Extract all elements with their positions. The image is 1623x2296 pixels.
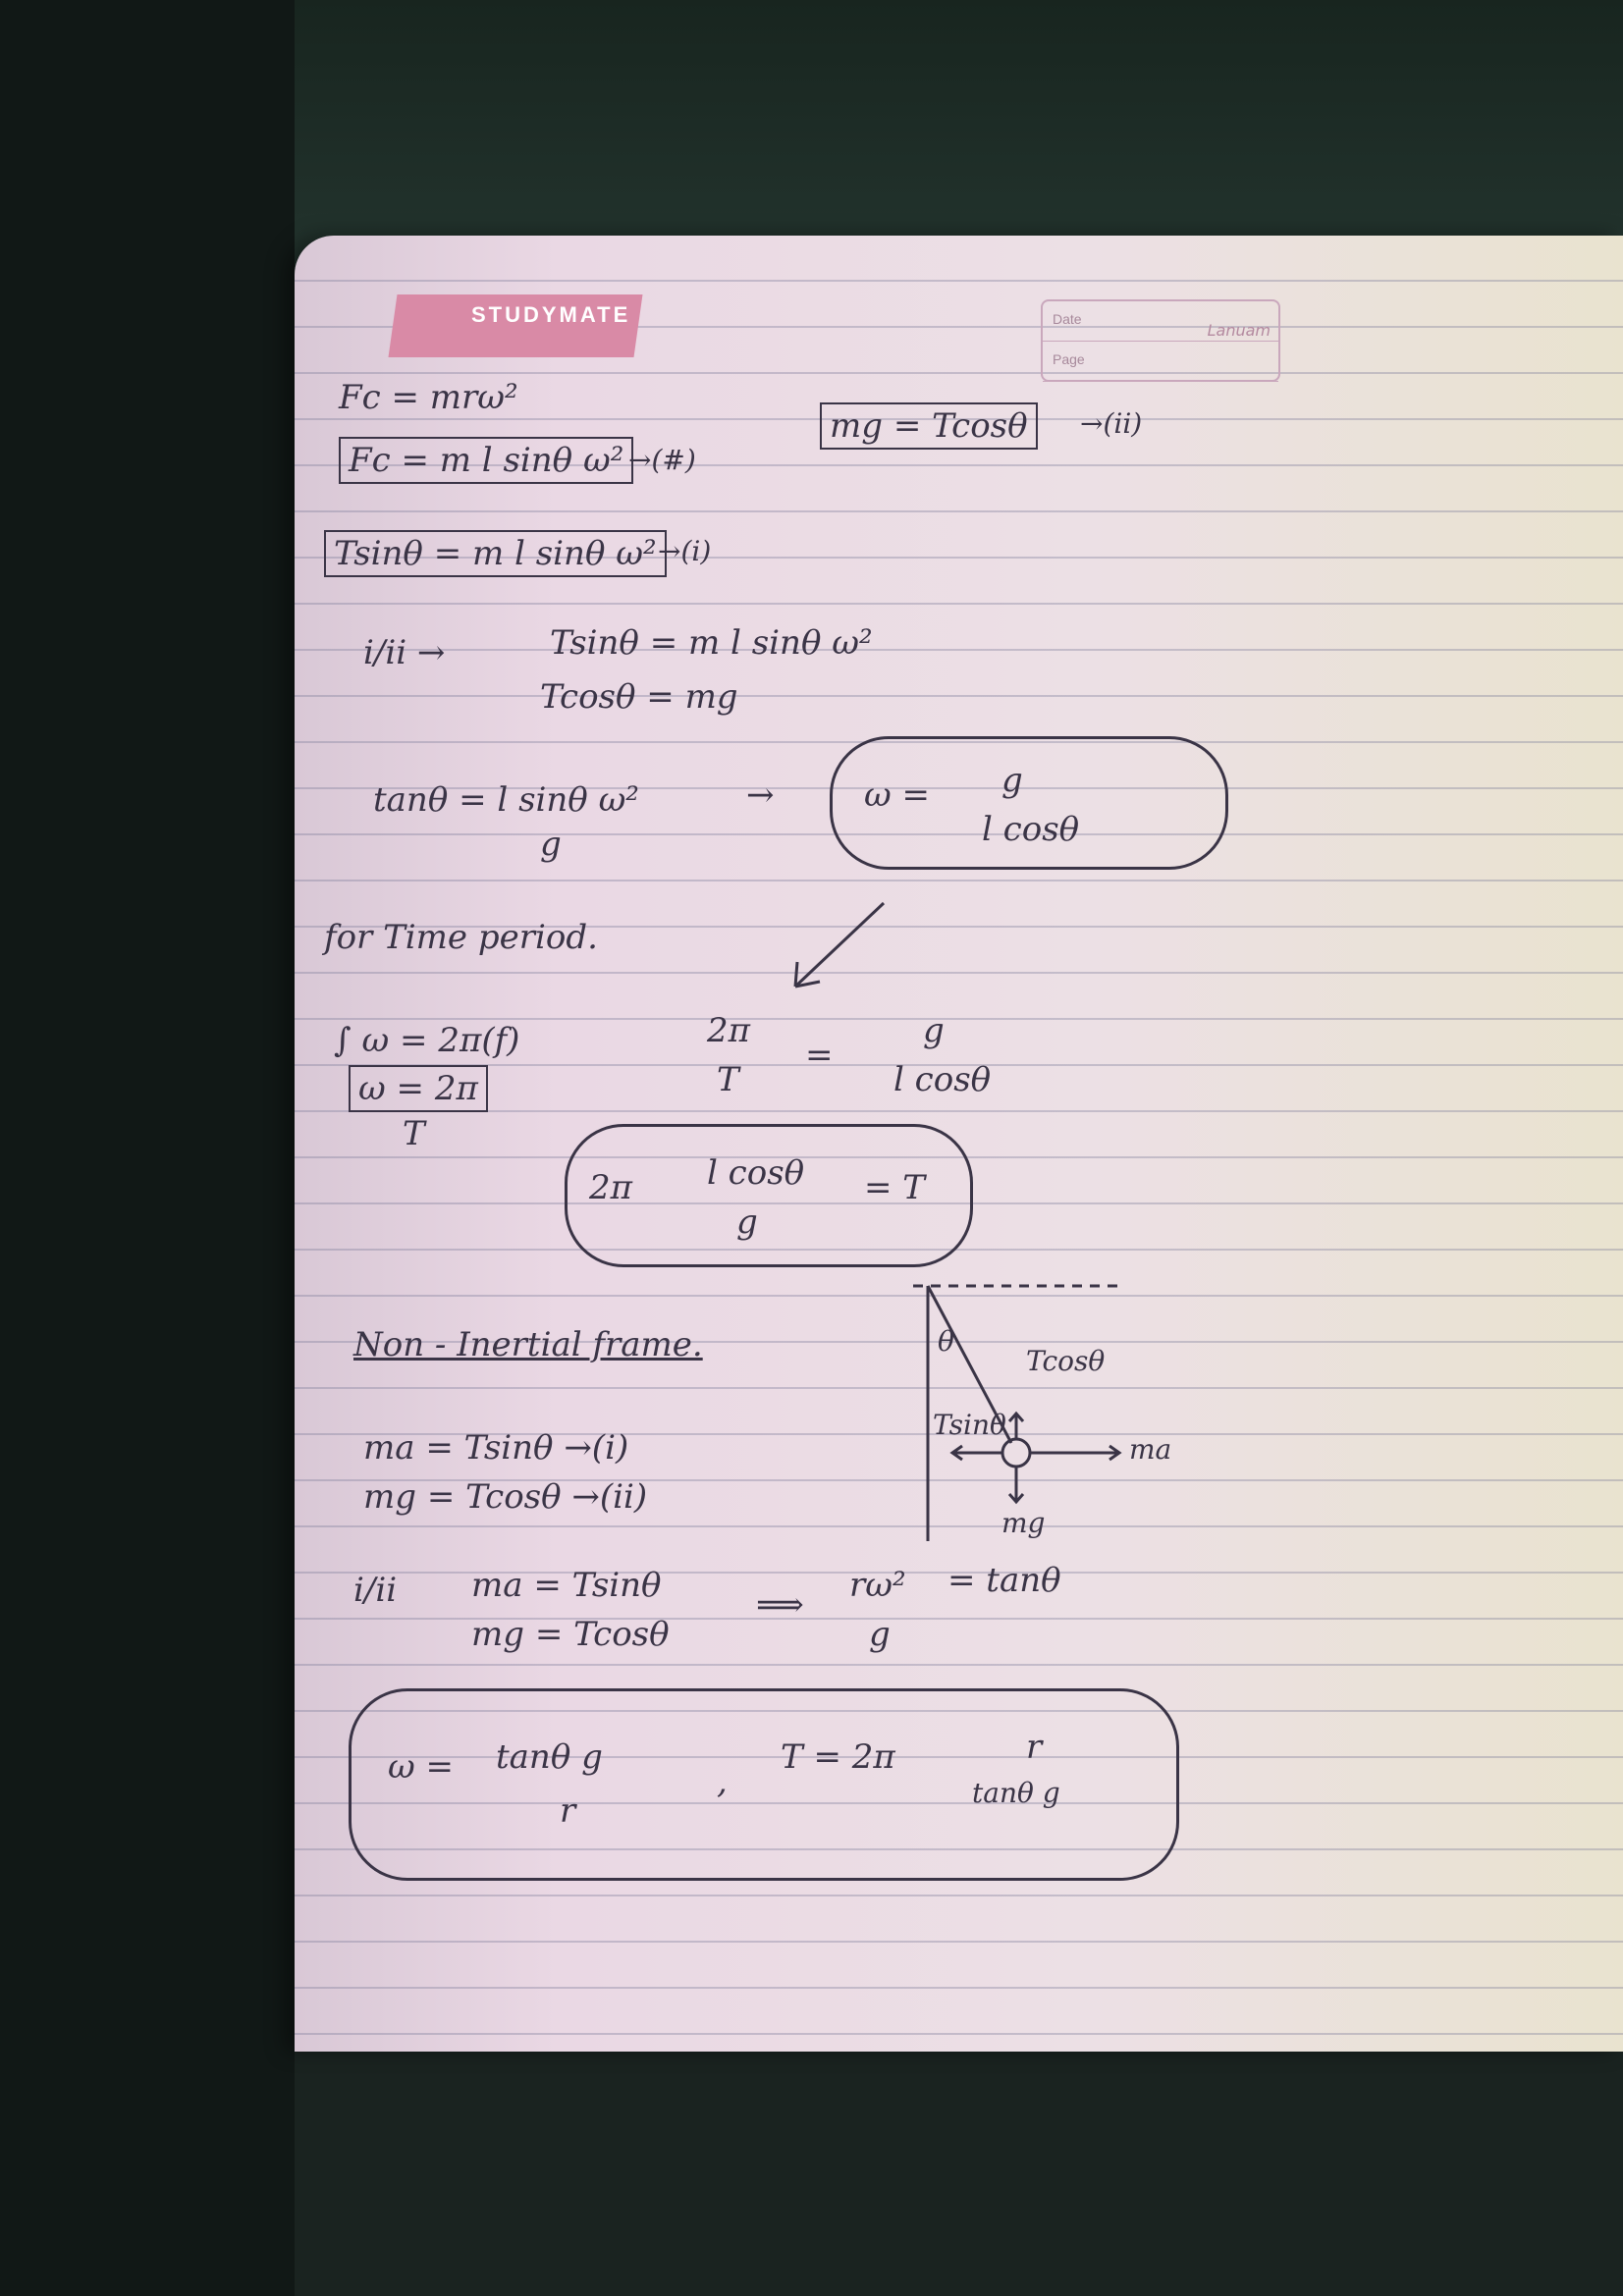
- rw-num: rω²: [849, 1566, 906, 1605]
- eq-mg: mg = Tcosθ →(ii): [363, 1477, 648, 1517]
- final-result-cloud: [349, 1688, 1179, 1881]
- pendulum-diagram: [913, 1284, 1122, 1541]
- final-sep: ,: [717, 1762, 728, 1801]
- eq-tag-ii: →(ii): [1080, 407, 1143, 440]
- final-T-den: tanθ g: [972, 1777, 1060, 1809]
- final-w-rad: tanθ g: [496, 1737, 603, 1777]
- tp-num: 2π: [707, 1011, 750, 1050]
- eq-fc-mrw: Fc = mrω²: [339, 378, 518, 417]
- final-T-num: r: [1026, 1728, 1043, 1767]
- tan-numerator: tanθ = l sinθ ω²: [373, 780, 639, 820]
- div-numerator: Tsinθ = m l sinθ ω²: [550, 623, 873, 663]
- notebook-page: STUDYMATE Date Page Lanuam Fc = mrω² Fc …: [295, 236, 1623, 2052]
- rw-den: g: [869, 1615, 891, 1654]
- tp-rhs-num: g: [923, 1011, 945, 1050]
- tp-eq: =: [805, 1036, 834, 1075]
- brand-logo-text: STUDYMATE: [471, 302, 631, 327]
- omega-result-num: g: [1001, 761, 1023, 800]
- eq-mg-tcos: mg = Tcosθ: [820, 402, 1038, 450]
- page-label: Page: [1053, 351, 1085, 367]
- tp-den: T: [717, 1060, 739, 1099]
- time-period-heading: for Time period.: [324, 918, 598, 957]
- res-T-num: l cosθ: [707, 1153, 805, 1193]
- eq-tsin: Tsinθ = m l sinθ ω²: [324, 530, 667, 577]
- diag-mg: mg: [1001, 1507, 1046, 1539]
- date-page-box: Date Page Lanuam: [1041, 299, 1280, 382]
- non-inertial-heading: Non - Inertial frame.: [353, 1325, 703, 1364]
- diag-tcos: Tcosθ: [1026, 1345, 1106, 1377]
- rw-eq: = tanθ: [947, 1561, 1061, 1600]
- div2-label: i/ii: [353, 1571, 398, 1610]
- arrow-right: →: [746, 775, 775, 815]
- omega-result-den: l cosθ: [982, 810, 1080, 849]
- page-mark: Lanuam: [1207, 321, 1271, 340]
- tp-rhs-den: l cosθ: [893, 1060, 992, 1099]
- final-T: T = 2π: [781, 1737, 895, 1777]
- result-T-cloud: [565, 1124, 973, 1267]
- eq-tag-i: →(i): [658, 535, 712, 567]
- tan-denominator: g: [540, 825, 562, 864]
- omega-definition: ∫ ω = 2π(f): [334, 1021, 520, 1060]
- omega-result-label: ω =: [864, 775, 931, 815]
- diag-tsin: Tsinθ: [933, 1409, 1006, 1441]
- omega-box-num: ω = 2π: [349, 1065, 488, 1112]
- div-denominator: Tcosθ = mg: [540, 677, 738, 717]
- result-omega-cloud: [830, 736, 1228, 870]
- div-label: i/ii →: [363, 633, 446, 672]
- eq-fc-mlsin: Fc = m l sinθ ω²: [339, 437, 634, 484]
- div2-num: ma = Tsinθ: [471, 1566, 662, 1605]
- eq-ma: ma = Tsinθ →(i): [363, 1428, 629, 1468]
- diag-theta: θ: [938, 1325, 954, 1358]
- implies-arrow: ⟹: [756, 1585, 804, 1625]
- diag-ma: ma: [1129, 1433, 1172, 1466]
- res-T-eq: = T: [864, 1168, 925, 1207]
- omega-box-den: T: [403, 1114, 425, 1153]
- background-left: [0, 0, 295, 2296]
- date-label: Date: [1053, 311, 1082, 327]
- res-T-den: g: [736, 1202, 758, 1242]
- pointer-arrow: [793, 901, 886, 988]
- res-T-2pi: 2π: [589, 1168, 632, 1207]
- eq-tag-star: →(#): [628, 444, 696, 476]
- div2-den: mg = Tcosθ: [471, 1615, 670, 1654]
- final-w-label: ω =: [388, 1747, 455, 1787]
- final-w-den: r: [560, 1791, 576, 1831]
